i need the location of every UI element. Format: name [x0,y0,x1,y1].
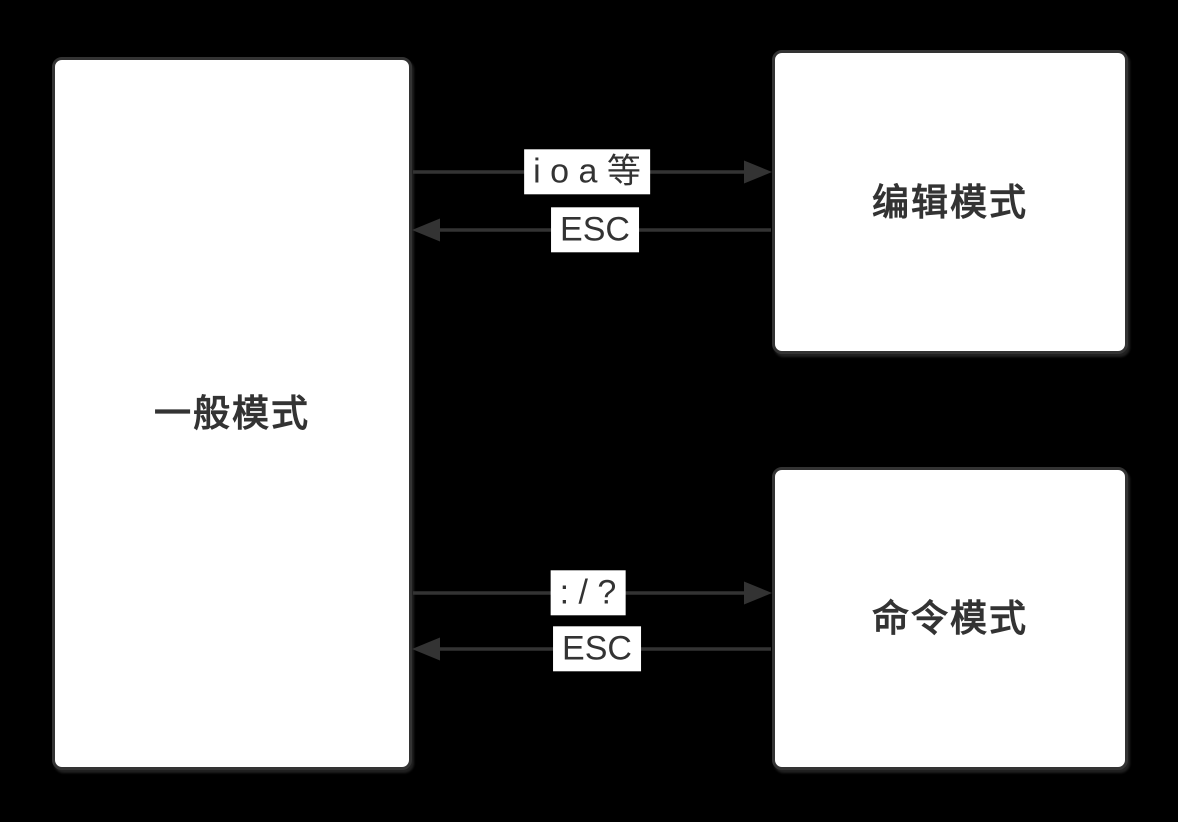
arrowhead-left-icon [412,218,440,242]
node-normal-mode: 一般模式 [52,57,412,770]
arrowhead-right-icon [744,581,772,605]
arrowhead-right-icon [744,160,772,184]
node-command-mode-label: 命令模式 [872,598,1028,639]
arrowhead-left-icon [412,637,440,661]
edge-label-esc-from-edit: ESC [551,207,639,253]
edge-label-esc-from-command: ESC [553,626,641,672]
edge-label-insert-keys: i o a 等 [524,149,650,195]
edge-label-command-keys: : / ? [550,570,626,616]
node-edit-mode: 编辑模式 [772,50,1128,354]
node-normal-mode-label: 一般模式 [154,393,310,434]
node-command-mode: 命令模式 [772,467,1128,770]
node-edit-mode-label: 编辑模式 [872,181,1028,223]
